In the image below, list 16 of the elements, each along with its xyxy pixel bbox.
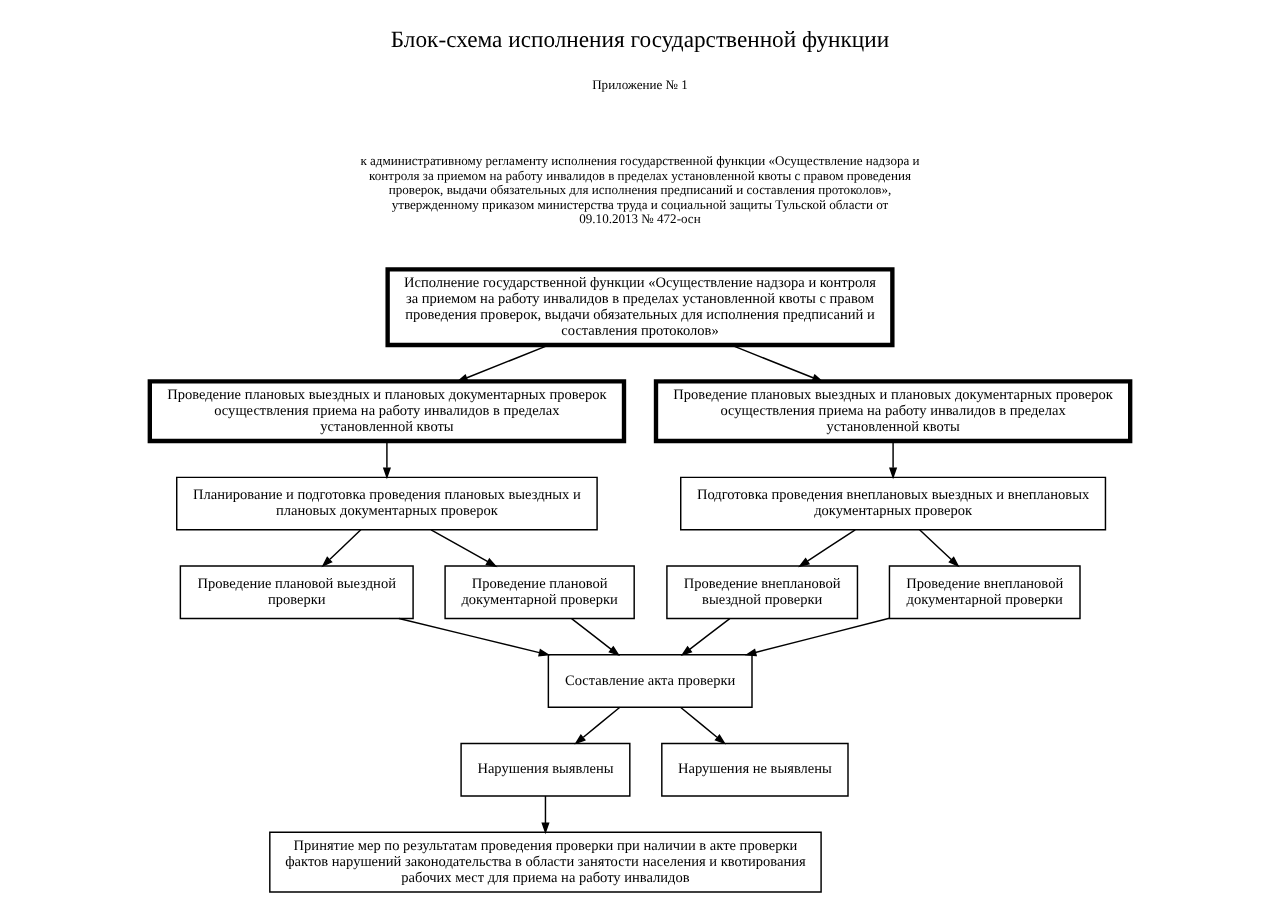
arrow — [798, 529, 856, 568]
arrow — [889, 440, 898, 480]
arrow — [744, 617, 891, 657]
diagram-title: Блок-схема исполнения государственной функции — [390, 26, 890, 53]
arrow — [398, 617, 551, 657]
arrow — [570, 617, 620, 657]
arrow — [730, 344, 824, 383]
arrow — [574, 706, 621, 745]
arrow — [456, 344, 550, 383]
arrow — [430, 529, 498, 568]
arrow — [382, 440, 391, 480]
arrow — [918, 529, 960, 568]
arrow — [680, 617, 731, 657]
arrow — [679, 706, 726, 745]
arrow — [321, 529, 362, 568]
arrow — [541, 795, 550, 835]
